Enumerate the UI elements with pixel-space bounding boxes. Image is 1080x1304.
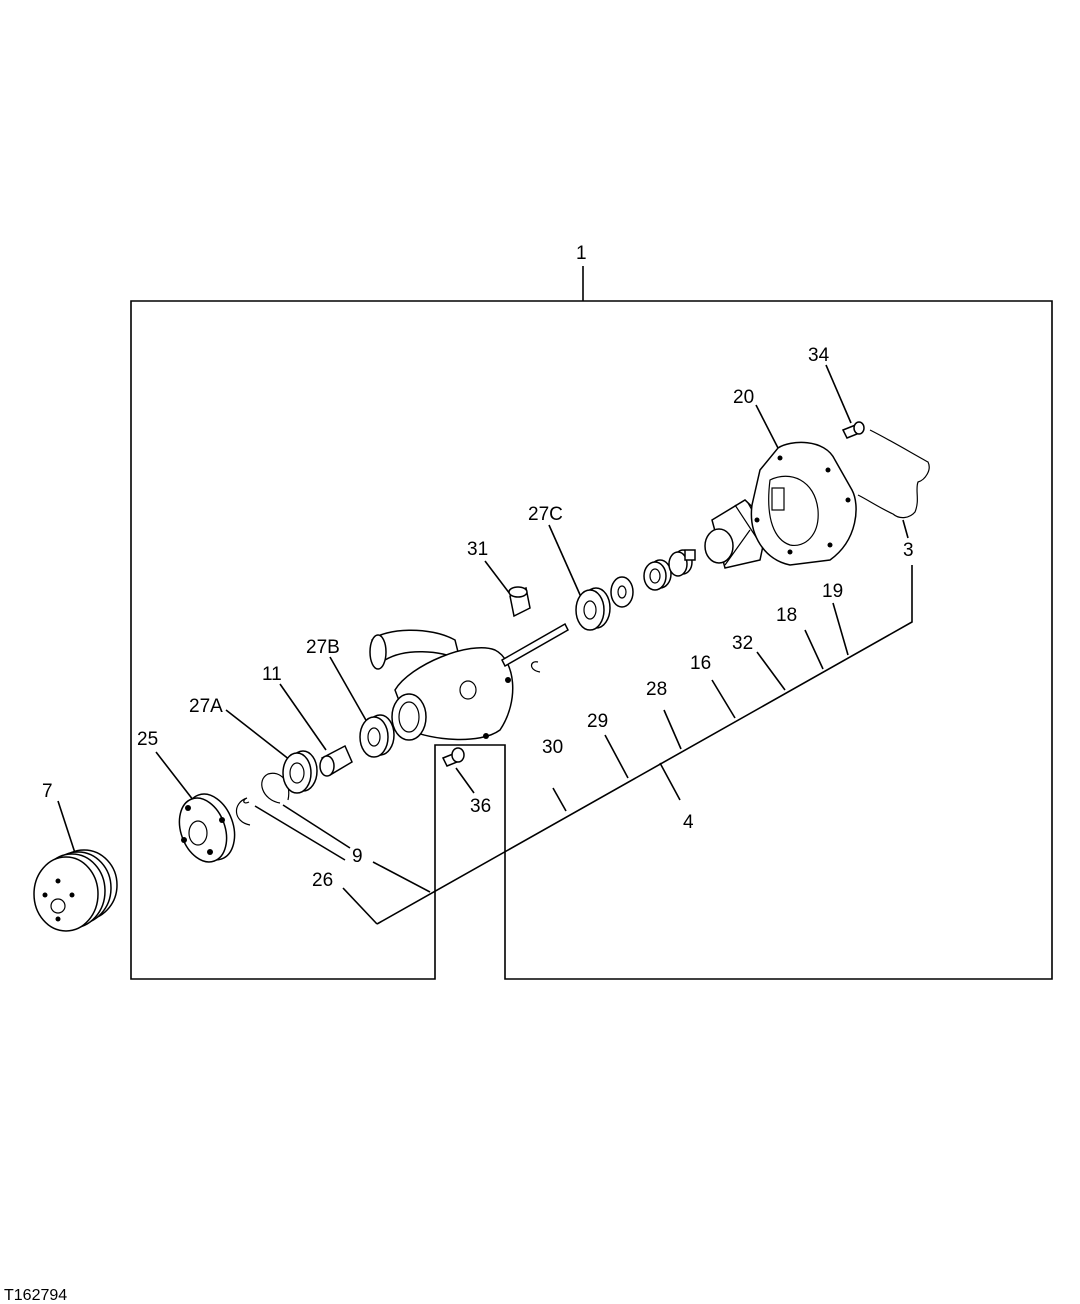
- leader-27b: [329, 656, 368, 723]
- leader-29: [604, 734, 629, 779]
- bearing-27a-part: [282, 750, 318, 794]
- bearing-27c-part: [575, 587, 611, 631]
- leader-7: [57, 800, 76, 854]
- callout-1: 1: [576, 243, 587, 264]
- snap-ring-26: [235, 797, 251, 826]
- leader-31: [484, 560, 511, 595]
- callout-25: 25: [137, 729, 158, 750]
- leader-28: [663, 709, 682, 750]
- clip-30-part: [530, 661, 541, 673]
- pump-housing-part: [369, 629, 514, 741]
- leader-16: [711, 679, 736, 719]
- leader-19: [832, 602, 849, 656]
- leader-11: [279, 683, 327, 751]
- callout-27b: 27B: [306, 637, 340, 658]
- callout-32: 32: [732, 633, 753, 654]
- washer-28-part: [610, 576, 634, 608]
- leader-27c: [548, 524, 582, 598]
- leader-9-part: [282, 804, 351, 849]
- callout-9: 9: [352, 846, 363, 867]
- bolt-34-part: [841, 421, 865, 439]
- callout-16: 16: [690, 653, 711, 674]
- leader-20: [755, 404, 779, 449]
- callout-19: 19: [822, 581, 843, 602]
- figure-reference: T162794: [4, 1287, 67, 1304]
- assembly-frame: [130, 300, 1053, 980]
- callout-28: 28: [646, 679, 667, 700]
- leader-34: [825, 364, 852, 424]
- callout-29: 29: [587, 711, 608, 732]
- leader-3: [902, 519, 909, 539]
- callout-20: 20: [733, 387, 754, 408]
- callout-3: 3: [903, 540, 914, 561]
- leader-26-part: [254, 805, 346, 861]
- shaft-29-part: [501, 622, 569, 668]
- callout-36: 36: [470, 796, 491, 817]
- kit-leader-4: [376, 565, 913, 925]
- callout-11: 11: [262, 664, 282, 685]
- leader-27a: [225, 709, 291, 761]
- leader-25: [155, 751, 198, 806]
- leader-30: [552, 787, 567, 812]
- gasket-20-part: [750, 441, 857, 566]
- callout-7: 7: [42, 781, 53, 802]
- cover-plate-3-part: [857, 429, 930, 519]
- bearing-27b-part: [359, 714, 395, 758]
- leader-4: [659, 762, 681, 801]
- spacer-11-part: [319, 744, 353, 777]
- hub-flange-part: [178, 793, 236, 863]
- plug-31-part: [508, 586, 531, 618]
- leader-26: [342, 887, 378, 925]
- seal-16-part: [643, 559, 672, 591]
- callout-30: 30: [542, 737, 563, 758]
- seal-32-part: [668, 549, 696, 577]
- pulley-part: [33, 849, 118, 932]
- leader-9: [372, 861, 431, 893]
- leader-18: [804, 629, 824, 670]
- callout-4: 4: [683, 812, 694, 833]
- callout-34: 34: [808, 345, 830, 366]
- callout-31: 31: [467, 539, 488, 560]
- callout-27a: 27A: [189, 696, 223, 717]
- callout-26: 26: [312, 870, 333, 891]
- bolt-36-part: [441, 747, 465, 767]
- leader-32: [756, 651, 786, 691]
- callout-27c: 27C: [528, 504, 563, 525]
- leader-36: [455, 767, 475, 794]
- callout-18: 18: [776, 605, 797, 626]
